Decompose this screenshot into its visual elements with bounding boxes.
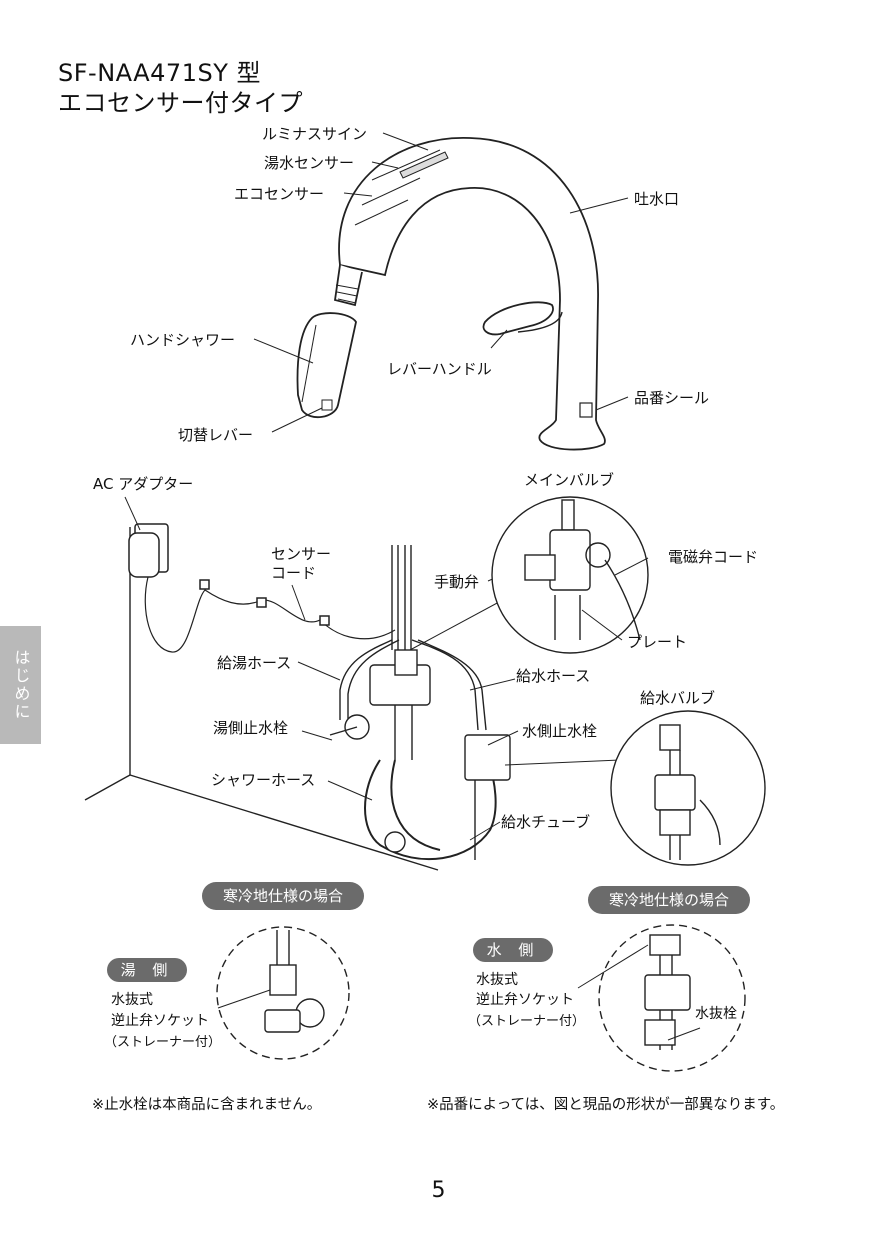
label-sensor-cord-2: コード bbox=[271, 564, 317, 582]
label-lever-handle: レバーハンドル bbox=[387, 360, 492, 378]
hot-side-tag: 湯 側 bbox=[107, 958, 187, 982]
label-product-seal: 品番シール bbox=[634, 389, 710, 407]
hot-socket-leader bbox=[217, 989, 271, 1009]
label-spout: 吐水口 bbox=[634, 190, 680, 208]
label-cold-hose: 給水ホース bbox=[516, 667, 591, 685]
label-eco-sensor: エコセンサー bbox=[234, 185, 325, 203]
valve-assembly-drawing bbox=[329, 545, 511, 861]
label-luminous-sign: ルミナスサイン bbox=[262, 125, 368, 143]
main-valve-zoom bbox=[491, 496, 649, 654]
hot-socket-line3: （ストレーナー付） bbox=[104, 1035, 222, 1050]
cold-side-zoom bbox=[598, 924, 746, 1072]
model-subtitle: エコセンサー付タイプ bbox=[58, 89, 303, 117]
cold-side-tag: 水 側 bbox=[473, 938, 553, 962]
label-supply-tube: 給水チューブ bbox=[501, 813, 591, 831]
hot-socket-line1: 水抜式 bbox=[111, 992, 153, 1008]
cold-socket-line3: （ストレーナー付） bbox=[468, 1014, 586, 1029]
label-hot-water-sensor: 湯水センサー bbox=[264, 154, 355, 172]
label-switch-lever: 切替レバー bbox=[178, 426, 254, 444]
label-ac-adapter: AC アダプター bbox=[93, 475, 194, 493]
solenoid-leader bbox=[614, 557, 649, 576]
label-supply-valve: 給水バルブ bbox=[640, 689, 716, 707]
label-hot-hose: 給湯ホース bbox=[217, 654, 292, 672]
cold-region-pill-right: 寒冷地仕様の場合 bbox=[588, 886, 750, 914]
cold-region-pill-left: 寒冷地仕様の場合 bbox=[202, 882, 364, 910]
label-solenoid-cord: 電磁弁コード bbox=[668, 548, 759, 566]
label-hand-shower: ハンドシャワー bbox=[130, 331, 236, 349]
supply-valve-zoom bbox=[610, 710, 766, 866]
sensor-leader bbox=[291, 584, 306, 621]
plate-leader bbox=[581, 609, 623, 641]
ac-adapter-drawing bbox=[128, 523, 396, 653]
label-main-valve: メインバルブ bbox=[524, 471, 615, 489]
note-left: ※止水栓は本商品に含まれません。 bbox=[92, 1097, 322, 1113]
drain-leader bbox=[667, 1027, 701, 1041]
cold-socket-leader bbox=[577, 944, 649, 989]
note-right: ※品番によっては、図と現品の形状が一部異なります。 bbox=[427, 1097, 785, 1113]
ac-leader bbox=[124, 496, 141, 531]
side-tab: はじめに bbox=[0, 626, 41, 744]
hot-side-zoom bbox=[216, 926, 350, 1060]
label-manual-valve: 手動弁 bbox=[434, 573, 480, 591]
label-plate: プレート bbox=[627, 633, 688, 651]
model-title: SF-NAA471SY 型 bbox=[58, 59, 261, 87]
cold-socket-line1: 水抜式 bbox=[476, 972, 518, 988]
label-shower-hose: シャワーホース bbox=[211, 771, 316, 789]
label-sensor-cord-1: センサー bbox=[271, 545, 332, 563]
page-number: 5 bbox=[431, 1178, 446, 1203]
faucet-illustration bbox=[296, 137, 606, 451]
cold-socket-line2: 逆止弁ソケット bbox=[476, 992, 574, 1008]
hot-socket-line2: 逆止弁ソケット bbox=[111, 1013, 209, 1029]
faucet-leaders bbox=[253, 132, 629, 433]
drain-plug-label: 水抜栓 bbox=[695, 1006, 737, 1022]
label-cold-stop-valve: 水側止水栓 bbox=[522, 722, 598, 740]
label-hot-stop-valve: 湯側止水栓 bbox=[213, 719, 289, 737]
